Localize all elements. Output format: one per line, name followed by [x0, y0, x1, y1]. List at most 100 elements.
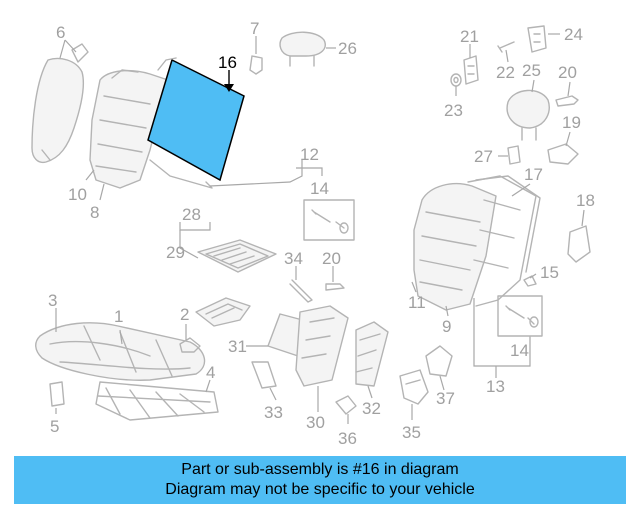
part-26-headrest [279, 31, 326, 67]
callout-28: 28 [182, 205, 201, 224]
callout-33: 33 [264, 403, 283, 422]
leader-25 [531, 79, 535, 93]
callout-29: 29 [166, 243, 185, 262]
leader-13 [473, 298, 531, 367]
callout-10: 10 [68, 185, 87, 204]
callout-14-top: 14 [310, 179, 329, 198]
part-20-upper-pin [555, 95, 579, 107]
part-15-pin [523, 275, 537, 287]
leader-9 [445, 305, 449, 317]
part-4-cushion-frame [95, 381, 219, 421]
part-35-bracket [399, 369, 429, 405]
part-7-clip [249, 55, 263, 75]
part-22-screw [497, 41, 515, 53]
leader-16-arrow [224, 84, 234, 92]
part-36-clip [335, 395, 357, 415]
callout-9: 9 [442, 317, 451, 336]
callout-21: 21 [460, 27, 479, 46]
leader-37 [439, 375, 445, 391]
part-23-washer [450, 73, 462, 87]
leader-11 [411, 281, 417, 293]
callout-24: 24 [564, 25, 583, 44]
callout-13: 13 [486, 377, 505, 396]
part-34-wire [289, 279, 313, 303]
part-18-bracket [567, 225, 591, 263]
callout-1: 1 [114, 307, 123, 326]
callout-19: 19 [562, 113, 581, 132]
part-29-buckle [195, 297, 251, 327]
leader-22 [505, 49, 509, 63]
callout-15: 15 [540, 263, 559, 282]
leader-6 [59, 39, 77, 59]
part-27-bushing [507, 145, 521, 165]
leader-29 [179, 230, 199, 259]
callout-3: 3 [48, 291, 57, 310]
leader-19 [565, 131, 571, 147]
part-30-seat-back-frame [295, 305, 349, 387]
leader-33 [269, 387, 277, 401]
callout-37: 37 [436, 389, 455, 408]
part-25-headrest [506, 89, 550, 141]
leader-4 [205, 379, 211, 393]
callout-8: 8 [90, 203, 99, 222]
callout-12: 12 [300, 145, 319, 164]
callout-18: 18 [576, 191, 595, 210]
part-6-side-trim [31, 43, 89, 164]
callout-27: 27 [474, 147, 493, 166]
leader-8 [99, 183, 105, 201]
part-14-bolts-right [505, 305, 539, 328]
callout-35: 35 [402, 423, 421, 442]
callout-5: 5 [50, 417, 59, 436]
callout-25: 25 [522, 61, 541, 80]
callout-20-lower: 20 [322, 249, 341, 268]
callout-17: 17 [524, 165, 543, 184]
leader-12-branch [296, 167, 323, 176]
part-20-lower-pin [325, 283, 345, 291]
callout-32: 32 [362, 399, 381, 418]
callout-23: 23 [444, 101, 463, 120]
part-33-trim [251, 361, 277, 389]
callout-36: 36 [338, 429, 357, 448]
part-14-bolts-top [311, 209, 349, 234]
callout-11: 11 [408, 293, 426, 312]
callout-22: 22 [496, 63, 515, 82]
part-16-highlighted-panel [147, 58, 245, 182]
leader-32 [367, 385, 373, 399]
leader-20-upper [567, 81, 571, 97]
part-2-hook [179, 337, 201, 353]
callout-31: 31 [228, 337, 247, 356]
callout-20-upper: 20 [558, 63, 577, 82]
callout-30: 30 [306, 413, 325, 432]
part-14-bracket-box-top [303, 199, 355, 241]
part-28-cushion-pad [197, 239, 277, 273]
leader-18 [581, 209, 585, 227]
leader-28 [179, 222, 211, 231]
callout-7: 7 [250, 19, 259, 38]
callout-6: 6 [56, 23, 65, 42]
leader-17 [511, 183, 531, 197]
callout-34: 34 [284, 249, 303, 268]
info-banner: Part or sub-assembly is #16 in diagram D… [14, 456, 626, 504]
part-37-bracket [425, 345, 453, 377]
callout-2: 2 [180, 305, 189, 324]
part-16-frame-rail [149, 57, 213, 189]
part-21-bracket [463, 55, 479, 85]
part-3-seat-cushion-pad [35, 322, 206, 381]
part-14-bracket-box-right [497, 295, 543, 337]
leader-10 [85, 169, 95, 181]
callout-16: 16 [218, 53, 237, 72]
leader-15 [529, 273, 537, 279]
part-24-guide [527, 25, 547, 53]
part-8-seat-back-frame [89, 69, 169, 189]
banner-line-1: Part or sub-assembly is #16 in diagram [181, 461, 459, 478]
leader-1 [119, 329, 123, 345]
callout-14-right: 14 [510, 341, 529, 360]
banner-line-2: Diagram may not be specific to your vehi… [165, 481, 475, 498]
part-19-latch [547, 143, 579, 165]
callout-26: 26 [338, 39, 357, 58]
callout-4: 4 [206, 363, 215, 382]
part-9-seat-back-assembly [413, 175, 541, 311]
part-5-bracket [49, 381, 65, 407]
parts-diagram: 6 7 16 26 21 24 22 25 20 23 19 27 12 14 … [31, 19, 595, 448]
part-32-trim [355, 321, 389, 387]
